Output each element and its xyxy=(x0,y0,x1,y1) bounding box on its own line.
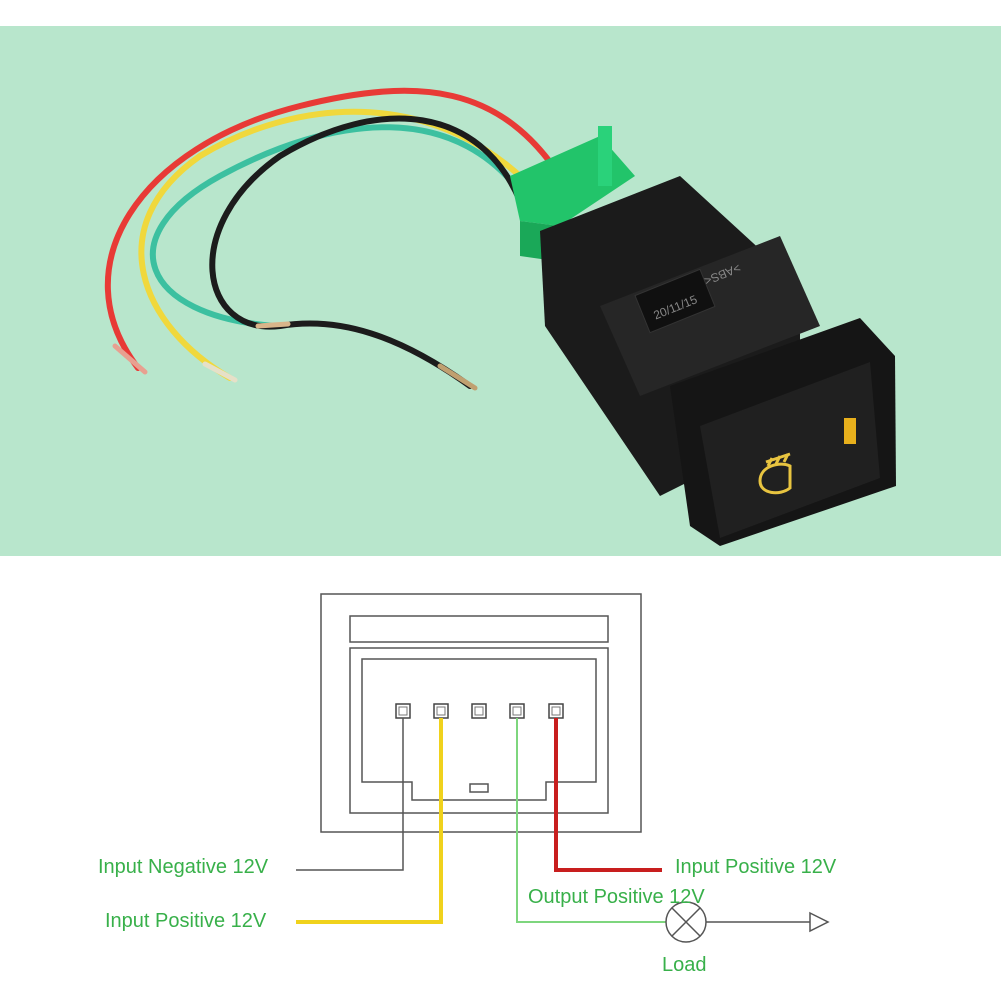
load-lamp-icon xyxy=(665,901,810,943)
wiring-diagram: Input Negative 12V Input Positive 12V In… xyxy=(0,556,1001,1001)
connector-housing xyxy=(320,593,642,833)
green-wire xyxy=(516,718,666,923)
black-wire xyxy=(209,115,523,389)
yellow-wire xyxy=(296,718,443,924)
label-load: Load xyxy=(662,954,707,976)
red-wire xyxy=(105,87,563,371)
label-input-positive-left: Input Positive 12V xyxy=(105,910,267,932)
amber-led-indicator xyxy=(844,418,856,444)
red-wire xyxy=(554,718,662,872)
green-wire xyxy=(149,124,533,329)
label-input-negative: Input Negative 12V xyxy=(98,856,269,878)
connector-pins xyxy=(395,703,564,719)
fog-light-icon xyxy=(758,452,792,495)
switch-button-face xyxy=(670,318,896,546)
product-photo: 20/11/15 >ABS< xyxy=(0,26,1001,556)
label-output-positive: Output Positive 12V xyxy=(528,886,705,908)
negative-wire xyxy=(296,718,404,871)
arrow-icon xyxy=(809,911,830,933)
label-input-positive-right: Input Positive 12V xyxy=(675,856,837,878)
